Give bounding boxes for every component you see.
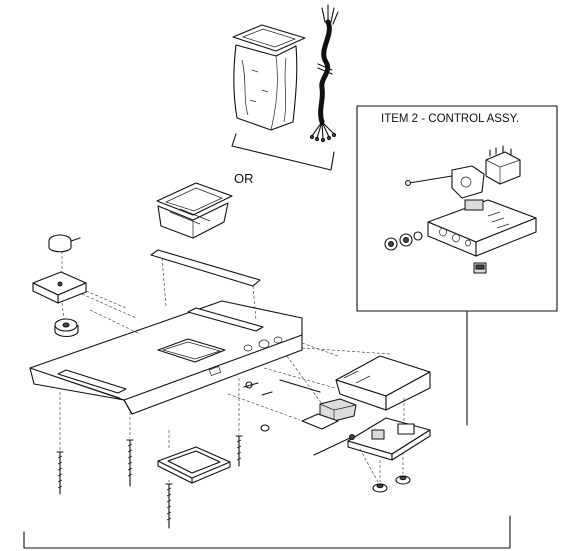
inset-title: ITEM 2 - CONTROL ASSY. bbox=[381, 113, 520, 125]
inset-frame bbox=[356, 105, 558, 312]
inset-rocker-switch bbox=[473, 262, 487, 274]
group-bracket bbox=[231, 133, 335, 171]
leader-lines bbox=[81, 293, 468, 483]
shroud-and-harness-group bbox=[231, 4, 339, 171]
control-housing bbox=[335, 355, 431, 411]
fan-motor-stack bbox=[32, 234, 127, 338]
top-cover-strip bbox=[150, 249, 261, 321]
motor-mount-bracket bbox=[32, 271, 87, 304]
inset-chassis-plate bbox=[427, 199, 537, 257]
fan-blower-wheel bbox=[54, 318, 79, 338]
square-gasket bbox=[157, 446, 231, 484]
inset-knobs bbox=[384, 231, 423, 251]
wire-harness bbox=[309, 4, 339, 143]
assembly-bracket bbox=[23, 515, 511, 549]
inset-thermostat bbox=[405, 165, 485, 199]
control-board bbox=[313, 417, 431, 461]
or-label: OR bbox=[234, 171, 254, 186]
small-fasteners bbox=[243, 381, 273, 432]
fan-motor bbox=[48, 234, 81, 253]
control-assembly-inset bbox=[356, 105, 558, 312]
alternate-tray bbox=[156, 182, 233, 239]
control-knobs-bottom bbox=[372, 475, 411, 493]
fabric-filter-shroud bbox=[232, 24, 306, 131]
gasket-plate bbox=[301, 413, 339, 430]
base-pan bbox=[29, 300, 303, 415]
inset-relay bbox=[485, 145, 521, 185]
mounting-screws bbox=[56, 378, 243, 529]
